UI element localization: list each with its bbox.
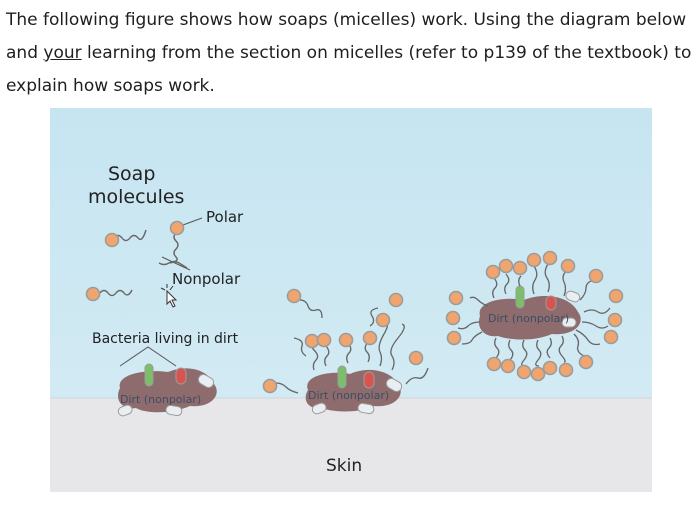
soap-micelle-diagram: Soap molecules Polar Nonpolar Bacteria l…: [50, 108, 652, 492]
diagram-svg: Soap molecules Polar Nonpolar Bacteria l…: [50, 108, 652, 492]
question-text: The following figure shows how soaps (mi…: [6, 4, 696, 103]
soap-label-line-1: Soap: [108, 163, 155, 185]
dirt-label-2: Dirt (nonpolar): [308, 389, 389, 402]
dirt-particle-2: Dirt (nonpolar): [262, 288, 429, 415]
bacteria-green: [144, 363, 154, 387]
bacteria-pointer: [119, 346, 177, 367]
skin-label: Skin: [326, 456, 362, 476]
soap-molecule-4: [158, 260, 188, 269]
bacteria-red: [175, 367, 187, 385]
cursor-icon: [160, 284, 178, 308]
polar-label: Polar: [206, 208, 244, 226]
soap-molecule-3: [85, 286, 133, 302]
question-part-2: learning from the section on micelles (r…: [6, 43, 692, 96]
dirt-label-1: Dirt (nonpolar): [120, 393, 201, 406]
skin-region: [50, 398, 652, 492]
soap-molecule-2: [169, 220, 185, 264]
nonpolar-pointer: [161, 256, 191, 271]
nonpolar-label: Nonpolar: [172, 270, 241, 288]
dirt-particle-1: Dirt (nonpolar): [117, 363, 217, 417]
polar-pointer: [182, 217, 203, 226]
bacteria-label: Bacteria living in dirt: [92, 331, 239, 347]
soap-label-line-2: molecules: [88, 186, 184, 208]
micelle: Dirt (nonpolar): [445, 250, 624, 382]
bacteria-white: [197, 374, 215, 388]
water-region: [50, 108, 652, 398]
soap-molecule-1: [104, 229, 147, 248]
dirt-label-3: Dirt (nonpolar): [488, 312, 569, 325]
question-underlined-word: your: [43, 43, 82, 63]
question-part-1: The following figure shows how soaps (mi…: [6, 10, 687, 63]
